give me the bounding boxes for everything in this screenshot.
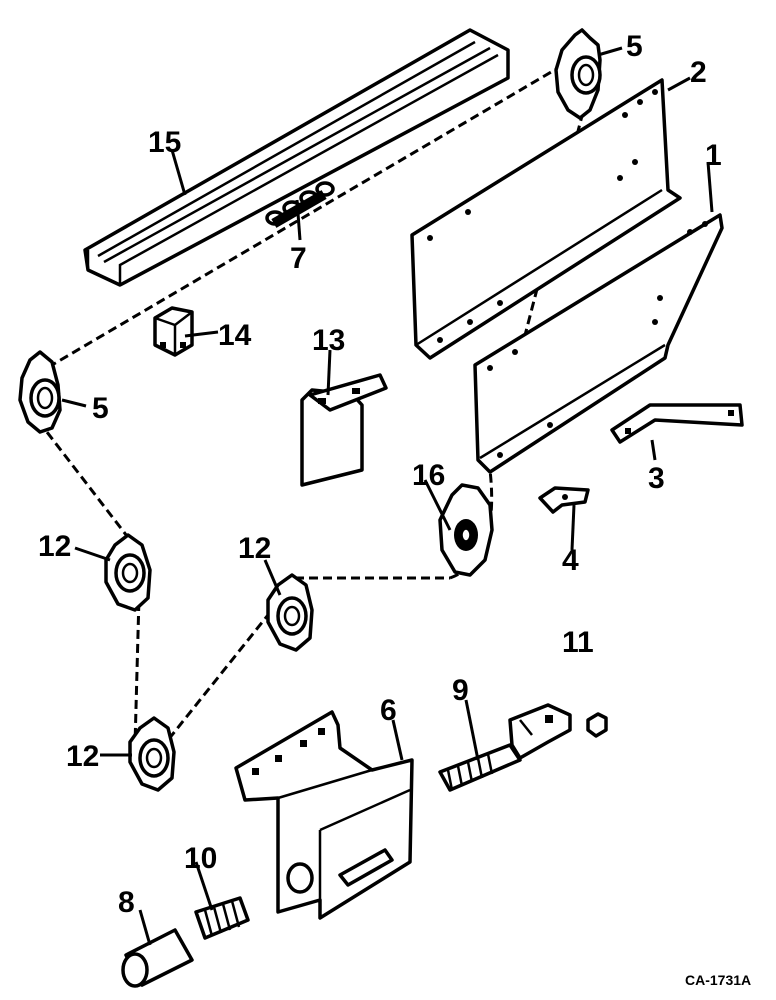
- callout-5-left: 5: [92, 392, 109, 425]
- plate-right: [473, 213, 724, 474]
- idler-sprocket-lower: [128, 716, 176, 792]
- small-bracket: [538, 486, 590, 514]
- leader-lines: [61, 46, 714, 946]
- callouts: 15 7 5 2 1 14 13 5 3 16 4 12 12 11 9 6 1…: [38, 30, 751, 988]
- callout-12-lower: 12: [66, 740, 99, 773]
- drive-sprocket: [438, 483, 494, 577]
- sprocket-idler: [18, 350, 62, 434]
- callout-14: 14: [218, 319, 252, 352]
- callout-2: 2: [690, 56, 707, 89]
- callout-13: 13: [312, 324, 345, 357]
- callout-6: 6: [380, 694, 397, 727]
- callout-4: 4: [562, 544, 579, 577]
- callout-11: 11: [562, 626, 594, 659]
- callout-1: 1: [705, 139, 722, 172]
- callout-10: 8: [118, 886, 135, 919]
- callout-5-top: 5: [626, 30, 643, 63]
- callout-7: 7: [290, 242, 307, 275]
- idler-sprocket-upper-left: [104, 533, 152, 612]
- callout-15: 15: [148, 126, 181, 159]
- callout-8: 9: [452, 674, 469, 707]
- chain-guide-channel: [83, 28, 510, 287]
- nut: [586, 712, 608, 738]
- tightener-bracket: [234, 710, 414, 920]
- sprocket-idler-top: [554, 28, 602, 120]
- adjusting-bolt: [438, 703, 572, 792]
- clip: [153, 306, 194, 357]
- callout-9: 10: [184, 842, 217, 875]
- callout-12-middle: 12: [238, 532, 271, 565]
- callout-16: 16: [412, 459, 445, 492]
- clip-bracket: [300, 373, 388, 487]
- sleeve: [121, 928, 194, 988]
- callout-3: 3: [648, 462, 665, 495]
- callout-12-upper: 12: [38, 530, 71, 563]
- idler-sprocket-middle: [266, 573, 314, 652]
- spring: [194, 896, 250, 940]
- drawing-code: CA-1731A: [685, 972, 751, 988]
- plate-left: [410, 78, 682, 360]
- bracket-strap: [610, 403, 744, 444]
